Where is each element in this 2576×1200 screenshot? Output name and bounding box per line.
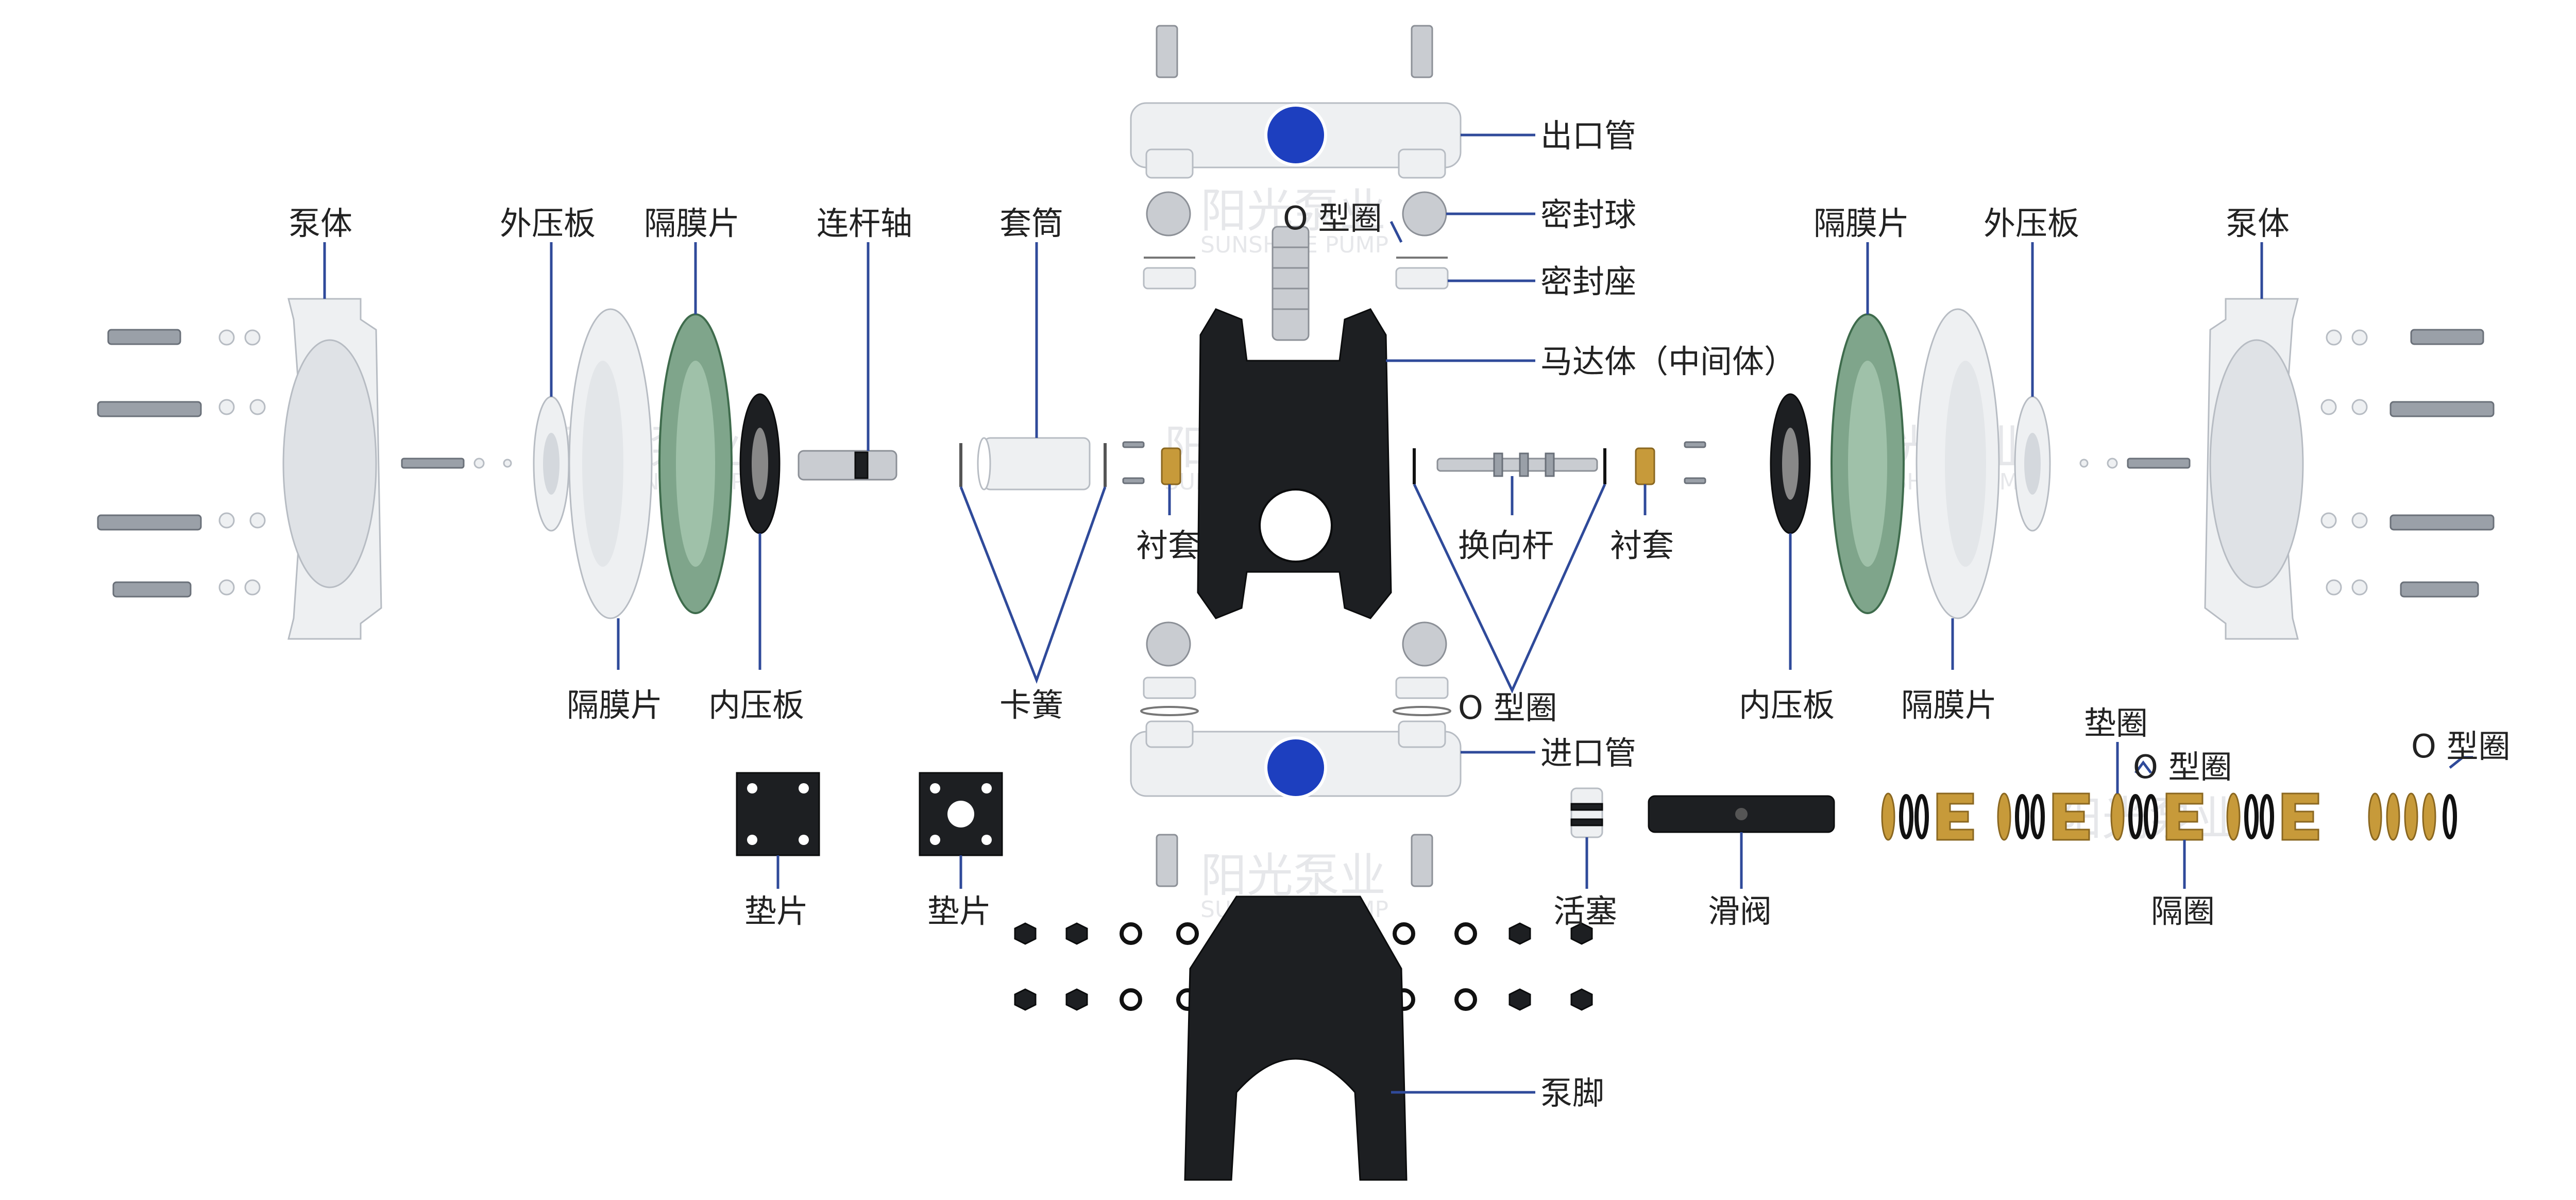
label-seal-ball: 密封球 xyxy=(1540,196,1636,233)
center-orings xyxy=(1413,448,1606,484)
label-inlet-pipe: 进口管 xyxy=(1540,734,1636,772)
inner-plate-right xyxy=(1770,393,1811,534)
label-diaphragm-bottom-left: 隔膜片 xyxy=(567,686,663,724)
seal-seats-bottom xyxy=(1140,677,1451,716)
diaphragm-right-green xyxy=(1831,313,1905,614)
inlet-pipe-part xyxy=(1130,720,1462,799)
label-washer: 垫圈 xyxy=(2084,704,2148,742)
diaphragm-left-white xyxy=(568,308,653,619)
label-seal-seat: 密封座 xyxy=(1540,263,1636,300)
bottom-bolts xyxy=(1156,834,1433,887)
label-outer-plate-right: 外压板 xyxy=(1984,205,2079,242)
leader-lines xyxy=(323,133,2473,1094)
label-circlip: 卡簧 xyxy=(999,686,1063,724)
right-seal-stack xyxy=(1881,792,2457,841)
slide-valve-part xyxy=(1648,795,1835,833)
label-reversing-rod: 换向杆 xyxy=(1458,527,1554,564)
outer-plate-left xyxy=(533,396,570,532)
label-piston: 活塞 xyxy=(1553,892,1617,930)
label-inner-plate-left: 内压板 xyxy=(708,686,804,724)
label-diaphragm-top-right: 隔膜片 xyxy=(1814,205,1909,242)
seal-seats-top xyxy=(1143,257,1449,290)
left-bolts xyxy=(97,329,266,598)
circlips xyxy=(959,443,1107,487)
label-oring-right2: O 型圈 xyxy=(2411,728,2511,765)
bottom-hardware xyxy=(1014,922,1593,1011)
label-diaphragm-bottom-right: 隔膜片 xyxy=(1901,686,1997,724)
label-bushing-left: 衬套 xyxy=(1136,527,1200,564)
watermark-cn: 阳光泵业 xyxy=(1200,849,1386,903)
label-oring-center: O 型圈 xyxy=(1458,689,1557,726)
labels: 泵体 外压板 隔膜片 连杆轴 套筒 出口管 O 型圈 密封球 密封座 马达体（中… xyxy=(289,117,2511,1112)
diaphragm-left-green xyxy=(658,313,733,614)
pump-body-right xyxy=(2204,298,2304,640)
left-small-bolt xyxy=(401,458,512,469)
label-pump-body-right: 泵体 xyxy=(2226,205,2290,242)
label-oring-right1: O 型圈 xyxy=(2133,748,2232,786)
outlet-pipe-part xyxy=(1130,102,1462,179)
seal-balls-bottom xyxy=(1146,621,1447,667)
brand-logo-bottom xyxy=(1264,736,1327,799)
label-outlet-pipe: 出口管 xyxy=(1540,117,1636,155)
right-bolts xyxy=(2320,329,2495,598)
pump-foot-part xyxy=(1184,895,1408,1181)
top-bolts xyxy=(1156,25,1433,78)
small-screws-right xyxy=(1684,441,1706,484)
label-connecting-rod: 连杆轴 xyxy=(817,205,912,242)
sleeve-part xyxy=(977,437,1091,491)
connecting-rod-part xyxy=(798,450,897,481)
label-gasket-2: 垫片 xyxy=(927,892,991,930)
pump-body-left xyxy=(282,298,382,640)
piston-part xyxy=(1570,787,1603,838)
bushing-right-part xyxy=(1635,447,1655,485)
gasket-1-part xyxy=(736,772,820,856)
muffler-part xyxy=(1272,226,1310,341)
outer-plate-right xyxy=(2014,396,2051,532)
label-spacer: 隔圈 xyxy=(2151,892,2215,930)
label-motor-body: 马达体（中间体） xyxy=(1540,343,1796,380)
reversing-rod-part xyxy=(1436,452,1598,477)
bushing-left-part xyxy=(1161,447,1181,485)
seal-balls-top xyxy=(1146,191,1447,236)
label-oring-top: O 型圈 xyxy=(1283,199,1382,237)
label-diaphragm-top-left: 隔膜片 xyxy=(644,205,740,242)
right-small-bolt xyxy=(2079,458,2191,469)
label-bushing-right: 衬套 xyxy=(1610,527,1674,564)
label-pump-foot: 泵脚 xyxy=(1540,1074,1604,1112)
label-gasket-1: 垫片 xyxy=(744,892,808,930)
label-slide-valve: 滑阀 xyxy=(1708,892,1772,930)
label-sleeve: 套筒 xyxy=(999,205,1063,242)
label-pump-body-left: 泵体 xyxy=(289,205,352,242)
inner-plate-left xyxy=(739,393,781,534)
label-inner-plate-right: 内压板 xyxy=(1739,686,1835,724)
gasket-2-part xyxy=(919,772,1003,856)
motor-body-part xyxy=(1197,308,1392,619)
diaphragm-right-white xyxy=(1916,308,2000,619)
label-outer-plate-left: 外压板 xyxy=(500,205,596,242)
brand-logo-top xyxy=(1264,104,1327,166)
small-screws-left xyxy=(1122,441,1145,484)
